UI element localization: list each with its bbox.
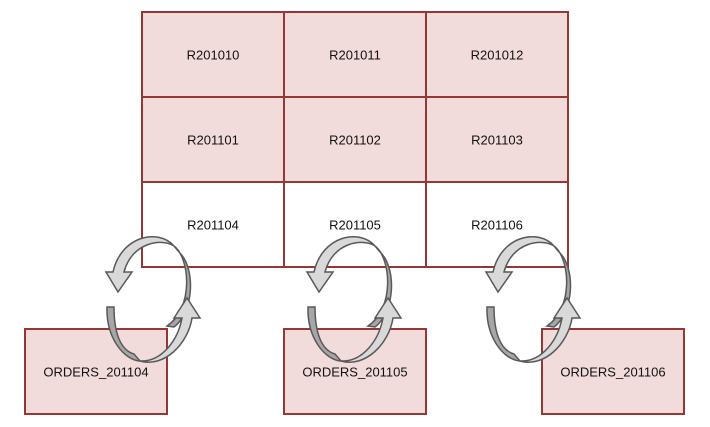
partition-cell-r201106: R201106 [425,181,569,268]
partition-label: R201106 [471,218,523,233]
table-orders-201105: ORDERS_201105 [283,328,427,415]
partition-cell-r201101: R201101 [141,96,285,183]
partition-label: R201102 [329,133,381,148]
table-box [24,328,168,415]
table-label: ORDERS_201104 [43,365,148,380]
table-label: ORDERS_201105 [302,365,407,380]
table-boxes: ORDERS_201104 ORDERS_201105 ORDERS_201106 [24,328,685,415]
partition-cell-box [141,181,285,268]
partition-cell-box [283,11,427,98]
partition-label: R201010 [187,48,240,63]
partition-label: R201103 [471,133,523,148]
partition-cell-box [425,11,569,98]
partition-cell-box [283,181,427,268]
partition-cell-r201104: R201104 [141,181,285,268]
partition-cell-r201011: R201011 [283,11,427,98]
partition-label: R201104 [187,218,239,233]
table-box [283,328,427,415]
partition-label: R201105 [329,218,381,233]
partition-cell-r201012: R201012 [425,11,569,98]
table-label: ORDERS_201106 [560,365,665,380]
table-orders-201106: ORDERS_201106 [541,328,685,415]
partition-cell-r201103: R201103 [425,96,569,183]
partition-label: R201012 [471,48,524,63]
table-box [541,328,685,415]
partition-label: R201101 [187,133,239,148]
partition-label: R201011 [329,48,381,63]
partition-cell-r201102: R201102 [283,96,427,183]
partition-cell-box [425,96,569,183]
table-orders-201104: ORDERS_201104 [24,328,168,415]
partition-cell-r201010: R201010 [141,11,285,98]
partition-cell-r201105: R201105 [283,181,427,268]
partition-cell-box [141,11,285,98]
